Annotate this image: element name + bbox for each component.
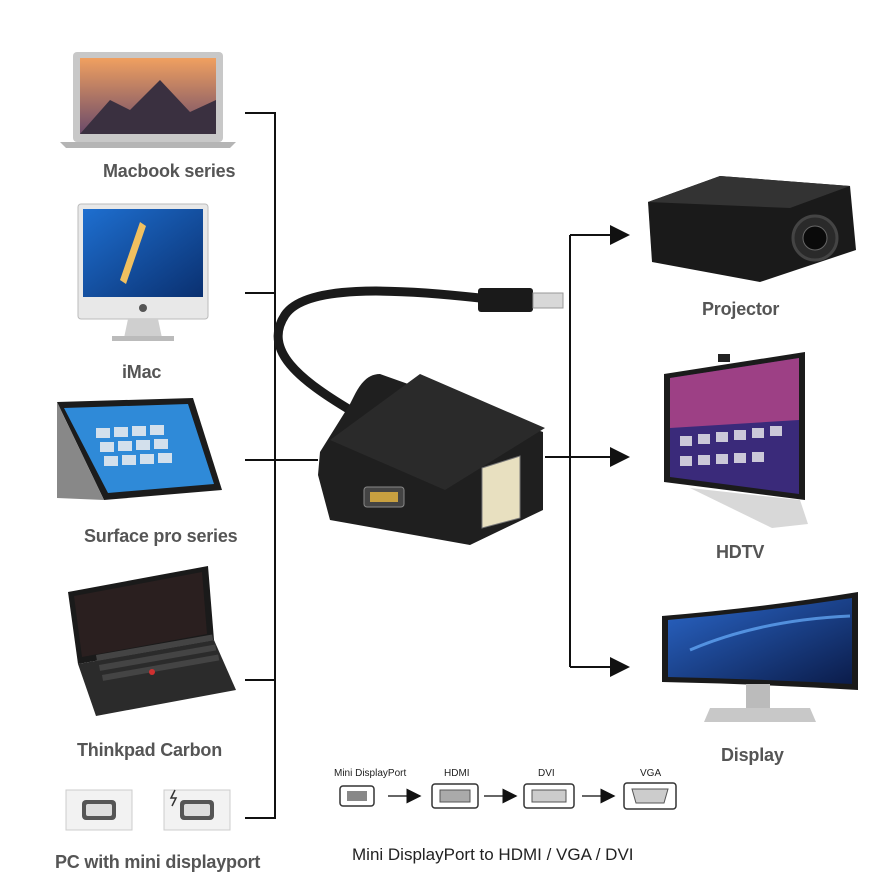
hdmi-port-label: HDMI: [444, 768, 470, 779]
projector-label: Projector: [702, 299, 780, 319]
port-flow-diagram: [339, 782, 677, 810]
mini-dp-port-label: Mini DisplayPort: [334, 768, 407, 779]
projector-image: [648, 176, 856, 282]
macbook-label: Macbook series: [103, 161, 236, 181]
pc-port-icons: [65, 789, 231, 831]
right-connector-lines: [545, 225, 630, 677]
hdtv-label: HDTV: [716, 542, 765, 562]
surface-label: Surface pro series: [84, 526, 238, 546]
adapter-image: [273, 286, 564, 545]
dvi-port-label: DVI: [538, 768, 555, 779]
thinkpad-image: [68, 566, 236, 716]
pc-label: PC with mini displayport: [55, 852, 261, 872]
left-connector-lines: [245, 112, 318, 819]
vga-port-label: VGA: [640, 768, 662, 779]
hdtv-image: [664, 352, 808, 528]
macbook-image: [60, 52, 236, 148]
surface-image: [57, 398, 222, 500]
display-label: Display: [721, 745, 784, 765]
imac-label: iMac: [122, 362, 162, 382]
imac-image: [77, 203, 209, 341]
display-image: [662, 592, 858, 722]
caption: Mini DisplayPort to HDMI / VGA / DVI: [352, 845, 634, 864]
thinkpad-label: Thinkpad Carbon: [77, 740, 222, 760]
